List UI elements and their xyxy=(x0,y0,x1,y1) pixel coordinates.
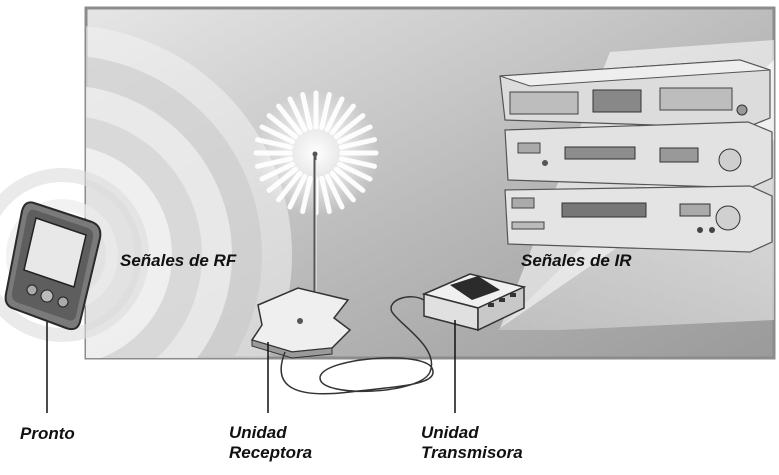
receiver-unit xyxy=(250,151,352,359)
transmitter-label-line1: Unidad xyxy=(421,423,479,442)
burst-ray xyxy=(255,156,294,169)
burst-ray xyxy=(266,113,299,140)
receiver-label-line1: Unidad xyxy=(229,423,287,442)
burst-ray xyxy=(329,170,356,203)
burst-ray xyxy=(255,137,294,150)
burst-ray xyxy=(276,170,303,203)
transmitter-unit xyxy=(421,273,527,332)
burst-ray xyxy=(324,96,345,133)
burst-ray xyxy=(338,137,377,150)
burst-ray xyxy=(287,173,308,210)
burst-ray xyxy=(333,113,366,140)
burst-ray xyxy=(324,173,345,210)
cassette-deck xyxy=(499,59,771,129)
rf-signals-label: Señales de RF xyxy=(120,251,237,270)
connecting-cable xyxy=(280,296,434,395)
cd-player xyxy=(504,121,773,189)
burst-ray xyxy=(336,161,373,182)
burst-ray xyxy=(287,96,308,133)
burst-ray xyxy=(333,166,366,193)
burst-ray xyxy=(300,175,313,214)
burst-ray xyxy=(336,124,373,145)
burst-ray xyxy=(266,166,299,193)
receiver-unit-label: Unidad Receptora xyxy=(229,423,312,463)
ir-signals-label: Señales de IR xyxy=(521,251,632,270)
transmitter-label-line2: Transmisora xyxy=(421,443,523,462)
leader-lines xyxy=(46,320,456,413)
burst-ray xyxy=(329,103,356,136)
burst-ray xyxy=(319,92,332,131)
av-equipment-stack xyxy=(499,59,773,253)
burst-ray xyxy=(276,103,303,136)
transmitter-unit-label: Unidad Transmisora xyxy=(421,423,523,463)
vcr xyxy=(504,185,773,253)
receiver-label-line2: Receptora xyxy=(229,443,313,462)
burst-ray xyxy=(259,161,296,182)
burst-ray xyxy=(319,175,332,214)
pronto-label: Pronto xyxy=(20,424,75,443)
burst-ray xyxy=(338,156,377,169)
burst-ray xyxy=(300,92,313,131)
pronto-remote xyxy=(4,201,102,331)
burst-ray xyxy=(259,124,296,145)
